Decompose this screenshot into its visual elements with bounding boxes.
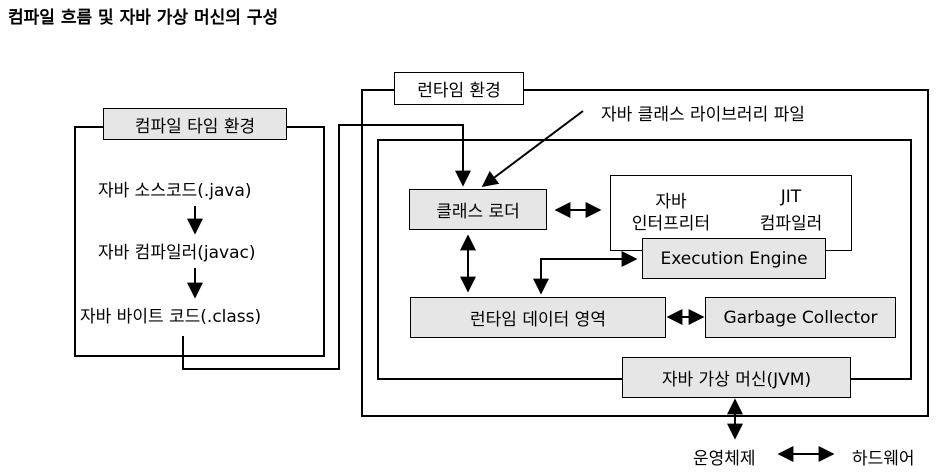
runtime-label: 런타임 환경	[394, 72, 524, 105]
compile-time-label: 컴파일 타임 환경	[103, 108, 287, 140]
jit-label-line2: 컴파일러	[759, 214, 823, 234]
hardware-label: 하드웨어	[852, 449, 915, 469]
interpreter-label-line2: 인터프리터	[631, 214, 711, 234]
arrow-bytecode-to-class-loader	[182, 124, 471, 370]
jvm-label: 자바 가상 머신(JVM)	[622, 357, 851, 398]
runtime-data-area-box: 런타임 데이터 영역	[410, 297, 666, 338]
execution-engine-box: Execution Engine	[642, 238, 826, 279]
class-loader-box: 클래스 로더	[409, 189, 547, 230]
arrow-runtime-data-execution	[533, 251, 638, 295]
class-library-label: 자바 클래스 라이브러리 파일	[601, 105, 805, 125]
javac-step: 자바 컴파일러(javac)	[98, 243, 256, 263]
java-source-step: 자바 소스코드(.java)	[98, 181, 252, 201]
bytecode-step: 자바 바이트 코드(.class)	[80, 307, 262, 327]
interpreter-label-line1: 자바	[655, 192, 687, 212]
runtime-frame	[361, 89, 929, 417]
os-label: 운영체제	[693, 449, 756, 469]
garbage-collector-box: Garbage Collector	[705, 297, 896, 338]
page-title: 컴파일 흐름 및 자바 가상 머신의 구성	[8, 8, 279, 28]
arrow-library-to-class-loader	[481, 110, 584, 187]
jit-label-line1: JIT	[780, 187, 802, 207]
